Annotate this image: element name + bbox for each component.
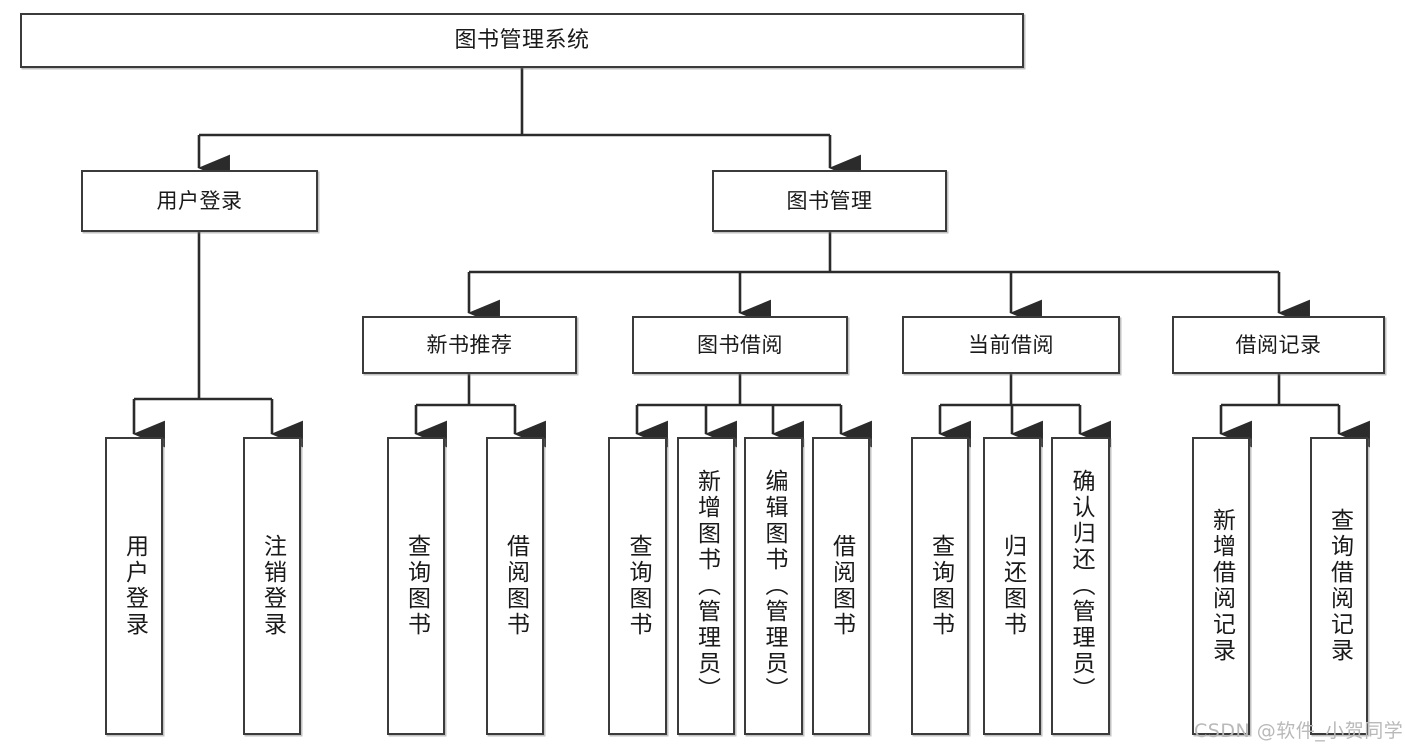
node-label: 图书管理系统 xyxy=(454,27,590,53)
node-label: 借阅图书 xyxy=(828,534,855,638)
node-user-login[interactable]: 用户登录 xyxy=(81,170,318,232)
node-borrow-record[interactable]: 借阅记录 xyxy=(1172,316,1385,374)
node-leaf-borrow-book[interactable]: 借阅图书 xyxy=(812,437,870,735)
node-label: 查询图书 xyxy=(403,534,430,638)
node-leaf-query-book-borrow[interactable]: 查询图书 xyxy=(608,437,667,735)
node-leaf-logout[interactable]: 注销登录 xyxy=(243,437,301,735)
node-leaf-query-book-recommend[interactable]: 查询图书 xyxy=(387,437,445,735)
node-label: 用户登录 xyxy=(121,534,148,638)
node-leaf-borrow-book-recommend[interactable]: 借阅图书 xyxy=(486,437,544,735)
node-current-borrow[interactable]: 当前借阅 xyxy=(902,316,1120,374)
node-leaf-return-book[interactable]: 归还图书 xyxy=(983,437,1041,735)
node-label: 借阅图书 xyxy=(502,534,529,638)
node-label: 查询图书 xyxy=(927,534,954,638)
node-book-management[interactable]: 图书管理 xyxy=(712,170,947,232)
node-book-borrow[interactable]: 图书借阅 xyxy=(632,316,848,374)
node-leaf-query-borrow-record[interactable]: 查询借阅记录 xyxy=(1310,437,1368,735)
node-leaf-query-book-current[interactable]: 查询图书 xyxy=(911,437,969,735)
node-leaf-confirm-return-admin[interactable]: 确认归还（管理员） xyxy=(1051,437,1110,735)
node-label: 新增借阅记录 xyxy=(1208,508,1235,664)
node-label: 当前借阅 xyxy=(968,332,1054,357)
node-label: 注销登录 xyxy=(259,534,286,638)
node-new-book-recommend[interactable]: 新书推荐 xyxy=(362,316,577,374)
watermark-text: CSDN @软件_小贺同学 xyxy=(1194,720,1404,742)
node-label: 新书推荐 xyxy=(426,332,513,357)
node-label: 图书借阅 xyxy=(697,332,783,357)
node-label: 新增图书（管理员） xyxy=(693,469,720,703)
node-label: 编辑图书（管理员） xyxy=(761,469,787,703)
node-label: 查询图书 xyxy=(625,534,651,638)
node-label: 确认归还（管理员） xyxy=(1068,469,1094,703)
node-label: 查询借阅记录 xyxy=(1326,508,1353,664)
node-leaf-user-login[interactable]: 用户登录 xyxy=(105,437,163,735)
node-leaf-add-book-admin[interactable]: 新增图书（管理员） xyxy=(677,437,735,735)
node-root-book-management-system[interactable]: 图书管理系统 xyxy=(20,13,1024,68)
node-leaf-edit-book-admin[interactable]: 编辑图书（管理员） xyxy=(744,437,803,735)
node-leaf-add-borrow-record[interactable]: 新增借阅记录 xyxy=(1192,437,1250,735)
node-label: 借阅记录 xyxy=(1235,332,1322,357)
node-label: 用户登录 xyxy=(156,188,243,213)
node-label: 图书管理 xyxy=(786,188,873,213)
node-label: 归还图书 xyxy=(999,534,1026,638)
